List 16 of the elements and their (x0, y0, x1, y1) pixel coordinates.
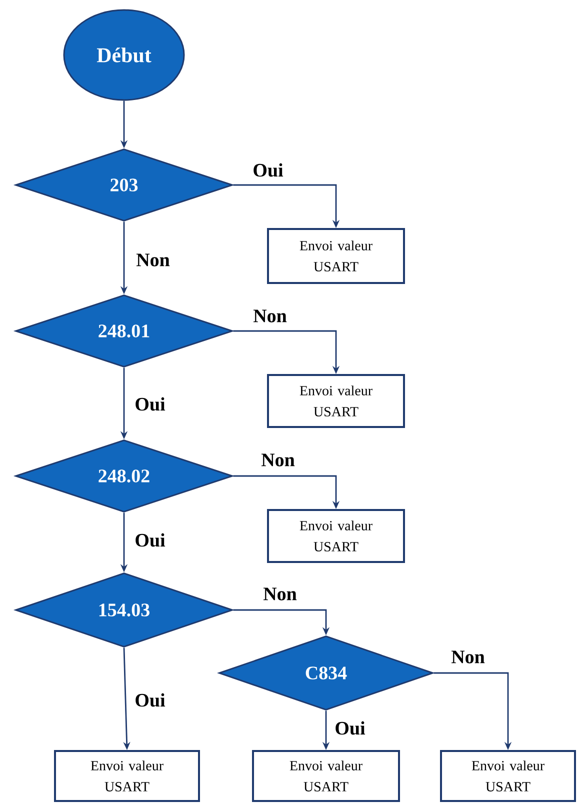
edge-label: Non (135, 252, 171, 268)
process-box: Envoi valeur USART (440, 750, 576, 802)
process-box: Envoi valeur USART (267, 374, 405, 428)
process-box: Envoi valeur USART (267, 228, 405, 284)
edge-label: Non (450, 650, 486, 664)
edge-label: Oui (334, 720, 366, 736)
process-box: Envoi valeur USART (252, 750, 400, 802)
process-box: Envoi valeur USART (54, 750, 200, 802)
edge-label: Non (260, 452, 296, 468)
edge-label: Oui (134, 692, 166, 708)
edge-label: Oui (252, 162, 284, 178)
edge-label: Non (252, 308, 288, 324)
edge-label: Oui (134, 532, 166, 548)
process-box: Envoi valeur USART (267, 509, 405, 563)
edge-label: Oui (134, 396, 166, 412)
edge-label: Non (262, 586, 298, 602)
